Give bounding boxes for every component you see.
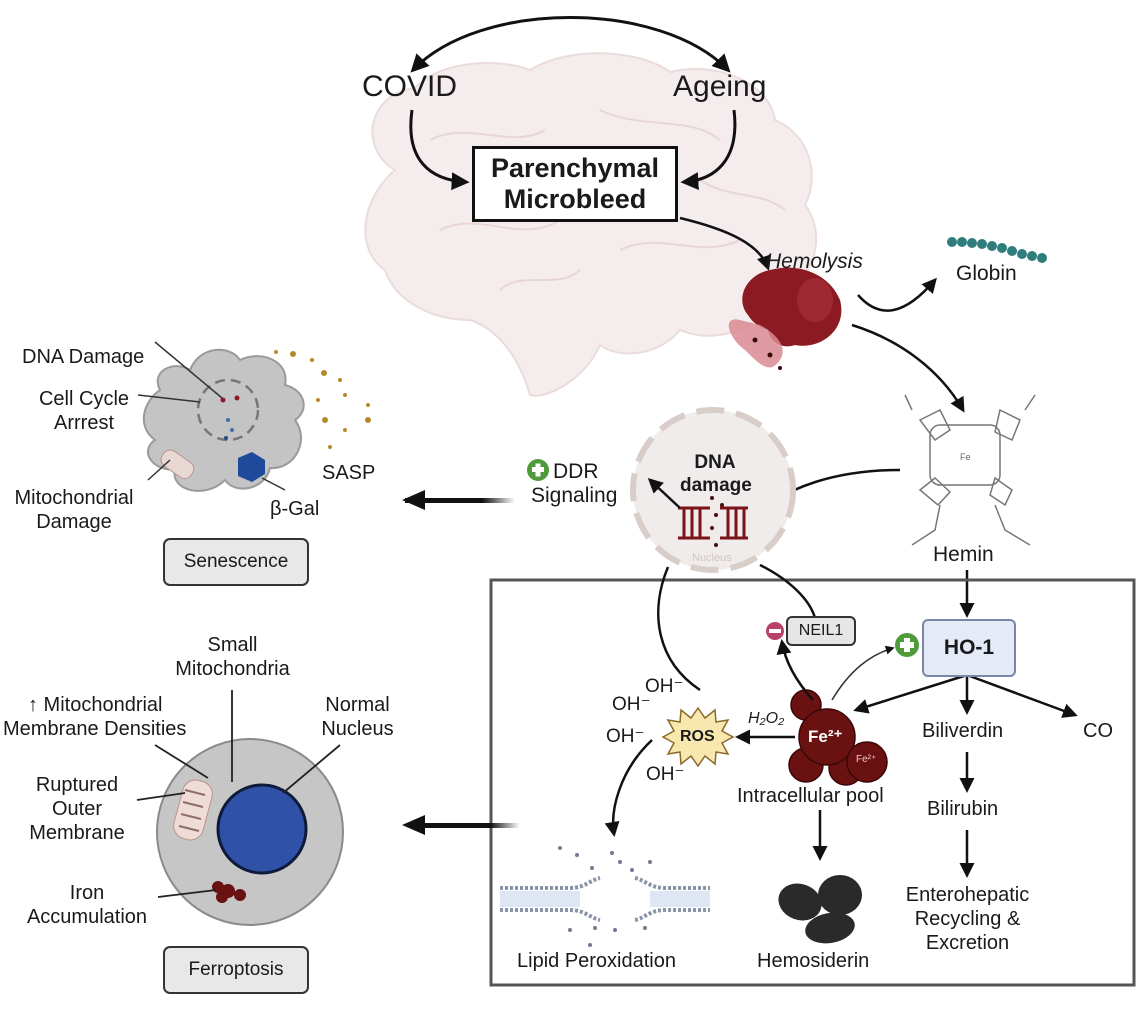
svg-text:Fe: Fe — [960, 452, 971, 462]
ddr-to-senescence-arrowhead — [402, 490, 425, 510]
ros-label: ROS — [680, 728, 715, 745]
microbleed-to-hemolysis-arrow — [679, 216, 772, 271]
iron-metabolism-box — [489, 578, 1136, 987]
covid-label: COVID — [362, 70, 458, 103]
ageing-to-microbleed-arrow — [680, 109, 737, 191]
iron-accum-line2: Accumulation — [26, 906, 148, 928]
mito-damage-callout-line2: Damage — [36, 511, 112, 533]
senescence-callout-lines — [137, 341, 286, 491]
ferroptotic-cell-illustration — [156, 738, 344, 926]
densities-line2: Membrane Densities — [3, 718, 187, 740]
covid-to-microbleed-arrow — [409, 109, 470, 191]
plus-icon-ho1 — [895, 633, 919, 657]
hemosiderin-label: Hemosiderin — [757, 950, 870, 972]
hemin-label: Hemin — [933, 543, 994, 566]
small-mito-line1: Small — [207, 634, 258, 656]
biliverdin-label: Biliverdin — [922, 720, 1004, 742]
lipid-to-ferroptosis-arrow-shaft — [420, 823, 520, 828]
plus-icon-ddr — [527, 459, 549, 481]
microbleed-line1: Parenchymal — [490, 152, 660, 183]
ros-to-lipid-arrow — [604, 739, 653, 837]
ho1-box: HO-1 — [922, 619, 1016, 677]
parenchymal-microbleed-box: Parenchymal Microbleed — [472, 146, 678, 222]
bilirubin-label: Bilirubin — [927, 798, 999, 820]
covid-ageing-bidirectional-arrow — [410, 16, 731, 73]
ddr-label-line1: DDR — [553, 460, 599, 483]
cell-cycle-callout-line1: Cell Cycle — [38, 388, 130, 410]
co-label: CO — [1083, 720, 1113, 742]
iron-to-neil1-arrow — [776, 639, 814, 701]
ruptured-line3: Membrane — [29, 822, 125, 844]
ddr-to-senescence-arrow-shaft — [405, 498, 515, 503]
sasp-label: SASP — [322, 462, 376, 484]
neil1-to-nucleus-line — [759, 563, 817, 619]
ferroptosis-callout-lines — [136, 690, 341, 898]
ferroptosis-tag-label: Ferroptosis — [188, 959, 284, 980]
dna-damage-callout: DNA Damage — [22, 346, 145, 368]
nucleus-illustration — [630, 407, 796, 573]
iron-accum-line1: Iron — [69, 882, 105, 904]
ddr-label-line2: Signaling — [531, 484, 618, 507]
nucleus-faint-label: Nucleus — [692, 552, 732, 564]
ruptured-rbc-icon — [728, 267, 842, 370]
hemin-structure-icon: Fe — [904, 394, 1036, 546]
enterohepatic-line2: Recycling & — [914, 908, 1021, 930]
dna-damage-label-line2: damage — [680, 475, 752, 496]
normal-nucleus-line1: Normal — [325, 694, 390, 716]
minus-icon-neil1 — [766, 622, 784, 640]
ruptured-line2: Outer — [51, 798, 103, 820]
hemolysis-label: Hemolysis — [766, 250, 863, 273]
neil1-label: NEIL1 — [798, 622, 844, 639]
senescent-cell-illustration — [142, 348, 371, 492]
globin-label: Globin — [956, 262, 1017, 285]
dna-damage-label-line1: DNA — [694, 452, 736, 473]
neil1-box: NEIL1 — [786, 616, 856, 646]
fe-small-label: Fe²⁺ — [856, 754, 877, 765]
ros-to-nucleus-line — [657, 566, 701, 692]
ferroptosis-tag: Ferroptosis — [163, 946, 309, 994]
globin-chain-icon — [947, 237, 1047, 263]
hemolysis-to-globin-arrow — [857, 277, 937, 312]
senescence-tag: Senescence — [163, 538, 309, 586]
ho1-to-co-arrow — [966, 673, 1078, 718]
lipid-bilayer-icon — [500, 846, 710, 947]
intracellular-pool-label: Intracellular pool — [737, 785, 884, 807]
lipid-peroxidation-label: Lipid Peroxidation — [517, 950, 676, 972]
h2o2-label: H₂O₂ — [748, 710, 785, 727]
senescence-tag-label: Senescence — [183, 551, 289, 572]
enterohepatic-line3: Excretion — [925, 932, 1010, 954]
iron-to-ho1-arrow — [831, 645, 895, 701]
ho1-to-iron-arrow — [853, 673, 968, 714]
fe-main-label: Fe²⁺ — [808, 727, 843, 746]
lipid-to-ferroptosis-arrowhead — [402, 815, 425, 835]
iron-pool-icon — [788, 689, 888, 786]
beta-gal-label: β-Gal — [270, 498, 320, 520]
oh-label-4: OH⁻ — [646, 764, 685, 785]
enterohepatic-line1: Enterohepatic — [905, 884, 1030, 906]
dna-to-ddr-arrow — [647, 477, 681, 509]
small-mito-line2: Mitochondria — [175, 658, 290, 680]
cell-cycle-callout-line2: Arrrest — [54, 412, 114, 434]
microbleed-line2: Microbleed — [503, 184, 647, 214]
oh-label-2: OH⁻ — [612, 694, 651, 715]
hemosiderin-icon — [778, 875, 862, 944]
normal-nucleus-line2: Nucleus — [321, 718, 394, 740]
mito-damage-callout-line1: Mitochondrial — [14, 487, 134, 509]
hemolysis-to-hemin-arrow — [851, 323, 965, 413]
ruptured-line1: Ruptured — [35, 774, 119, 796]
oh-label-3: OH⁻ — [606, 726, 645, 747]
ageing-label: Ageing — [673, 70, 767, 103]
densities-line1: ↑ Mitochondrial — [28, 694, 163, 716]
oh-label-1: OH⁻ — [645, 676, 684, 697]
ros-burst-icon — [661, 706, 735, 768]
ho1-label: HO-1 — [943, 636, 995, 659]
